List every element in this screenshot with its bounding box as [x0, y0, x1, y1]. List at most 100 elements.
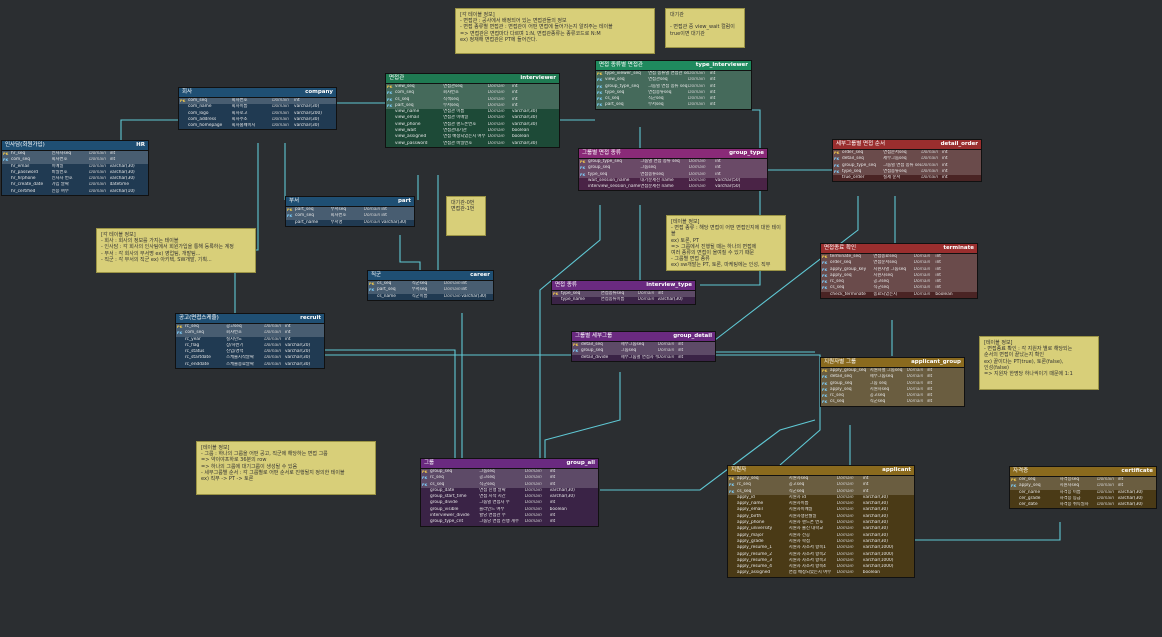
- note-wait-interviewer[interactable]: 대기관 - 면접관 중 view_wait 컬럼이 true이면 대기관: [665, 8, 745, 48]
- entity-header[interactable]: 공고(면접스케줄)recruit: [176, 314, 324, 324]
- note-terminate-info[interactable]: [테이블 정보] - 면접종료 확인 : 각 지원자 별로 해당되는 순서의 면…: [979, 336, 1099, 390]
- note-group-info[interactable]: [테이블 정보] - 그룹 : 하나의 그룹을 어떤 공고, 직군에 해당하는 …: [196, 441, 376, 495]
- note-interviewer-info[interactable]: [각 테이블 정보] - 면접관 : 공사에서 배정되어 있는 면접관들의 정보…: [455, 8, 655, 54]
- entity-header[interactable]: 인사담(회원가입)HR: [2, 141, 148, 151]
- note-part-info[interactable]: 대기관-0번 면접관-1번: [446, 196, 486, 236]
- note-company-info[interactable]: [각 테이블 정보] - 회사 : 회사의 정보를 가지는 테이블 - 인사담 …: [96, 228, 256, 273]
- note-group-type-info[interactable]: [테이블 정보] - 면접 종류 : 해당 면접이 어떤 면접인지에 대한 테이…: [666, 215, 786, 271]
